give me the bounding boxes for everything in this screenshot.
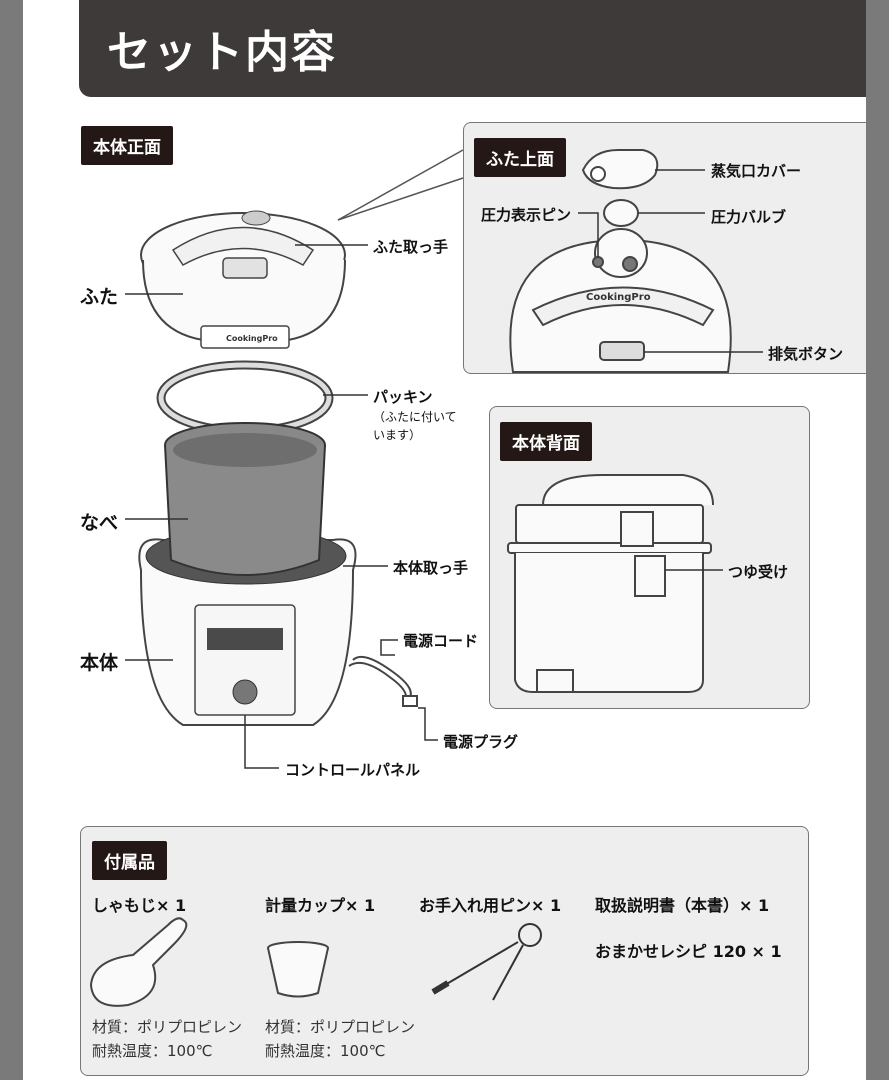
label-lid-handle: ふた取っ手 — [373, 238, 449, 256]
section-tag-back: 本体背面 — [500, 422, 592, 461]
label-lid: ふた — [80, 286, 119, 308]
accessories-illustration — [89, 917, 542, 1007]
accessory-name: 計量カップ× 1 — [265, 896, 376, 915]
accessory-name: お手入れ用ピン× 1 — [419, 896, 562, 915]
label-exhaust-button: 排気ボタン — [768, 345, 844, 363]
label-steam-cover: 蒸気口カバー — [711, 162, 802, 180]
accessory-heat: 耐熱温度：100℃ — [92, 1042, 213, 1060]
accessory-material: 材質：ポリプロピレン — [92, 1018, 243, 1036]
accessory-material: 材質：ポリプロピレン — [265, 1018, 416, 1036]
lid-top-drawing — [509, 149, 732, 373]
label-pressure-valve: 圧力バルブ — [711, 208, 787, 226]
page-title: セット内容 — [107, 27, 337, 78]
label-body-handle: 本体取っ手 — [393, 559, 469, 577]
label-body: 本体 — [80, 652, 119, 674]
back-drawing — [507, 474, 714, 693]
accessory-name: 取扱説明書（本書）× 1 — [595, 896, 770, 915]
pot-drawing — [164, 422, 326, 576]
accessory-heat: 耐熱温度：100℃ — [265, 1042, 386, 1060]
accessory-name: しゃもじ× 1 — [92, 896, 187, 915]
cleaning-pin-drawing — [431, 923, 542, 1001]
section-tag-lid-top: ふた上面 — [474, 138, 566, 177]
product-illustration — [125, 149, 763, 769]
packing-drawing — [156, 360, 334, 436]
page-header: セット内容 — [79, 0, 866, 97]
label-pot: なべ — [80, 512, 119, 534]
section-tag-front: 本体正面 — [81, 126, 173, 165]
label-packing-note-2: います） — [373, 428, 422, 442]
label-power-plug: 電源プラグ — [443, 733, 519, 751]
accessories-panel — [80, 826, 809, 1076]
lid-drawing — [140, 210, 346, 349]
rice-paddle-drawing — [89, 917, 188, 1007]
label-drip-catcher: つゆ受け — [728, 563, 789, 581]
accessory-name: おまかせレシピ 120 × 1 — [595, 942, 782, 961]
measuring-cup-drawing — [267, 941, 329, 998]
label-control-panel: コントロールパネル — [285, 761, 421, 779]
section-tag-accessories: 付属品 — [92, 841, 167, 880]
power-cord-drawing — [348, 656, 418, 707]
manual-page: セット内容 本体正面 ふた上面 本体背面 — [23, 0, 866, 1080]
label-pressure-pin: 圧力表示ピン — [481, 206, 572, 224]
lid-logo: CookingPro — [226, 334, 278, 343]
lid-top-logo: CookingPro — [586, 292, 651, 303]
label-packing: パッキン — [373, 388, 433, 406]
label-packing-note-1: （ふたに付いて — [373, 410, 457, 424]
label-power-cord: 電源コード — [403, 632, 479, 650]
